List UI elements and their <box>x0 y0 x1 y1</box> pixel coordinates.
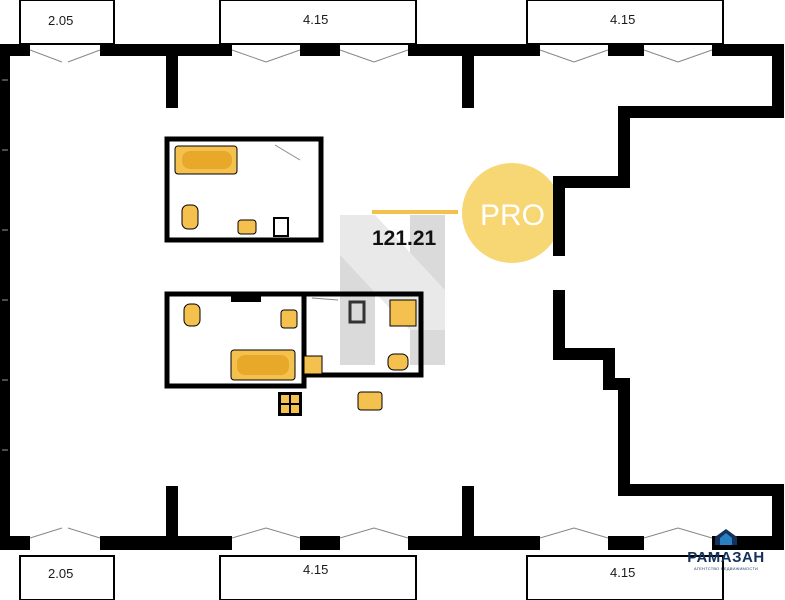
balconies <box>19 0 724 600</box>
shower-right <box>389 299 417 327</box>
balcony-bottom-left <box>19 555 115 600</box>
ramazan-logo: РАМАЗАН АГЕНТСТВО НЕДВИЖИМОСТИ <box>686 529 766 577</box>
balcony-bottom-center <box>219 555 417 600</box>
dim-bottom-right: 4.15 <box>610 565 635 580</box>
kitchen-sink <box>357 391 383 411</box>
dim-bottom-left: 2.05 <box>48 566 73 581</box>
dim-top-right: 4.15 <box>610 12 635 27</box>
area-label: 121.21 <box>372 227 437 250</box>
stove <box>278 392 302 416</box>
dim-top-center: 4.15 <box>303 12 328 27</box>
dim-top-left: 2.05 <box>48 13 73 28</box>
exterior-walls <box>0 44 784 550</box>
pro-badge-circle <box>462 163 562 263</box>
house-logo-icon <box>715 529 737 545</box>
bathroom-upper <box>164 136 324 243</box>
pro-badge-text: PRO <box>480 199 545 232</box>
bathroom-right <box>301 291 424 378</box>
toilet-right <box>387 353 409 371</box>
bathroom-lower <box>164 291 307 389</box>
dim-bottom-center: 4.15 <box>303 562 328 577</box>
area-underline <box>372 210 458 214</box>
toilet-upper <box>181 204 199 230</box>
balcony-bottom-right <box>526 555 724 600</box>
sink-lower <box>280 309 298 329</box>
sink-upper <box>237 219 257 235</box>
top-door-swings <box>29 49 713 63</box>
logo-name: РАМАЗАН <box>687 549 765 566</box>
balcony-top-left <box>19 0 115 45</box>
bottom-door-swings <box>29 527 713 539</box>
left-windows <box>2 79 8 451</box>
logo-tagline: АГЕНТСТВО НЕДВИЖИМОСТИ <box>693 566 759 571</box>
toilet-lower <box>183 303 201 327</box>
